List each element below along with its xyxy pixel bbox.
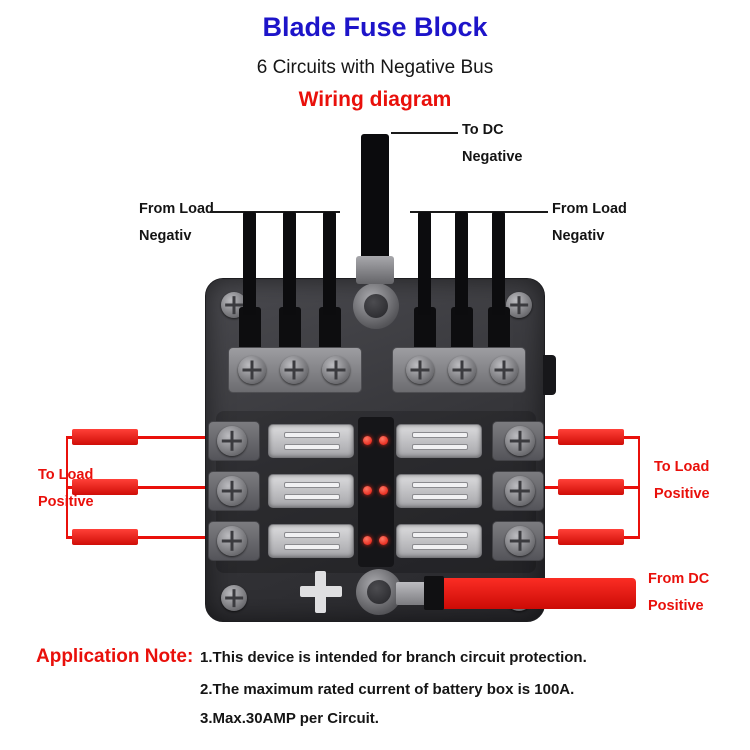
load-negative-wire bbox=[243, 212, 256, 315]
led-indicator bbox=[363, 536, 372, 545]
load-positive-wire bbox=[624, 486, 640, 489]
blade-fuse bbox=[396, 424, 482, 458]
blade-fuse bbox=[268, 424, 354, 458]
bus-screw-icon bbox=[238, 356, 266, 384]
cable-ferrule bbox=[356, 256, 394, 284]
crimp-connector bbox=[558, 529, 624, 545]
fuse-block-device bbox=[205, 278, 556, 622]
crimp-connector bbox=[72, 529, 138, 545]
load-screw-icon bbox=[217, 526, 247, 556]
label-from-load-left: From Load Negativ bbox=[139, 196, 214, 250]
load-screw-icon bbox=[505, 426, 535, 456]
negative-terminal-block bbox=[239, 307, 261, 351]
led-indicator bbox=[379, 436, 388, 445]
load-negative-wire bbox=[455, 212, 468, 315]
positive-stud-terminal bbox=[356, 569, 402, 615]
ring-terminal-lug bbox=[396, 582, 426, 605]
load-positive-wire bbox=[624, 436, 640, 439]
blade-fuse bbox=[268, 474, 354, 508]
application-note-item-1: 1.This device is intended for branch cir… bbox=[200, 649, 587, 666]
dc-positive-cable bbox=[442, 578, 636, 609]
load-negative-wire bbox=[492, 212, 505, 315]
application-note-item-3: 3.Max.30AMP per Circuit. bbox=[200, 710, 379, 727]
crimp-connector bbox=[558, 479, 624, 495]
leader-line-from-load-right bbox=[410, 211, 548, 213]
load-positive-wire bbox=[138, 536, 208, 539]
subtitle: 6 Circuits with Negative Bus bbox=[256, 57, 494, 78]
wire-bracket-right bbox=[638, 437, 640, 539]
load-positive-wire bbox=[66, 436, 74, 439]
heat-shrink-band bbox=[424, 576, 444, 610]
application-note-item-2: 2.The maximum rated current of battery b… bbox=[200, 681, 575, 698]
bus-screw-icon bbox=[406, 356, 434, 384]
load-positive-wire bbox=[138, 486, 208, 489]
load-screw-icon bbox=[505, 476, 535, 506]
load-positive-wire bbox=[543, 486, 558, 489]
corner-screw-icon bbox=[506, 292, 532, 318]
negative-terminal-block bbox=[279, 307, 301, 351]
diagram-title: Wiring diagram bbox=[298, 88, 452, 111]
negative-terminal-block bbox=[451, 307, 473, 351]
crimp-connector bbox=[72, 429, 138, 445]
negative-terminal-block bbox=[319, 307, 341, 351]
load-screw-icon bbox=[217, 426, 247, 456]
plus-symbol-icon bbox=[315, 571, 326, 613]
load-negative-wire bbox=[323, 212, 336, 315]
led-indicator bbox=[363, 436, 372, 445]
label-from-dc-positive: From DC Positive bbox=[648, 566, 710, 620]
dc-negative-cable bbox=[361, 134, 389, 262]
blade-fuse bbox=[396, 524, 482, 558]
crimp-connector bbox=[558, 429, 624, 445]
leader-line-to-dc bbox=[391, 132, 458, 134]
load-positive-wire bbox=[138, 436, 208, 439]
label-to-load-positive-left: To Load Positive bbox=[38, 462, 94, 516]
load-positive-wire bbox=[66, 486, 74, 489]
led-indicator bbox=[363, 486, 372, 495]
load-positive-wire bbox=[66, 536, 74, 539]
label-to-dc-negative: To DC Negative bbox=[462, 117, 523, 171]
load-positive-wire bbox=[543, 436, 558, 439]
load-positive-wire bbox=[624, 536, 640, 539]
load-positive-wire bbox=[543, 536, 558, 539]
bus-screw-icon bbox=[490, 356, 518, 384]
blade-fuse bbox=[268, 524, 354, 558]
application-note-title: Application Note: bbox=[36, 646, 194, 667]
load-screw-icon bbox=[217, 476, 247, 506]
negative-terminal-block bbox=[488, 307, 510, 351]
label-to-load-positive-right: To Load Positive bbox=[654, 454, 710, 508]
bus-screw-icon bbox=[322, 356, 350, 384]
bus-screw-icon bbox=[448, 356, 476, 384]
bus-screw-icon bbox=[280, 356, 308, 384]
load-negative-wire bbox=[283, 212, 296, 315]
leader-line-from-load-left bbox=[210, 211, 340, 213]
led-indicator bbox=[379, 486, 388, 495]
label-from-load-right: From Load Negativ bbox=[552, 196, 627, 250]
negative-terminal-block bbox=[414, 307, 436, 351]
led-indicator bbox=[379, 536, 388, 545]
page-title: Blade Fuse Block bbox=[262, 12, 488, 42]
blade-fuse bbox=[396, 474, 482, 508]
load-screw-icon bbox=[505, 526, 535, 556]
side-mount-tab bbox=[543, 355, 556, 395]
crimp-connector bbox=[72, 479, 138, 495]
negative-stud-terminal bbox=[353, 283, 399, 329]
corner-screw-icon bbox=[221, 585, 247, 611]
load-negative-wire bbox=[418, 212, 431, 315]
